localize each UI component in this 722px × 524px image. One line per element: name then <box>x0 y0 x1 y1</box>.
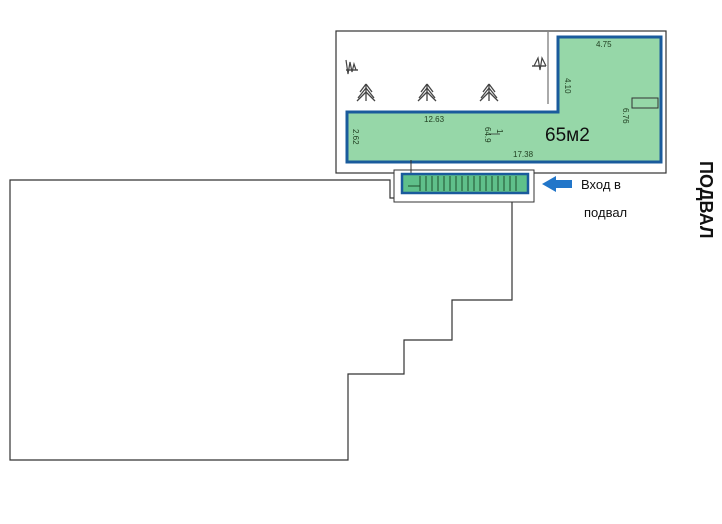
plant-icon <box>532 56 547 71</box>
room-area-value: 64.9 <box>483 127 492 143</box>
entrance-label-line2: подвал <box>584 205 627 220</box>
entrance-label-line1: Вход в <box>581 177 621 192</box>
dimension-inner-horizontal: 12.63 <box>424 115 445 124</box>
plant-icon <box>356 83 376 102</box>
main-building-outline <box>9 179 513 461</box>
dimension-right-vertical: 6.76 <box>621 108 630 124</box>
floor-label: ПОДВАЛ <box>696 161 716 238</box>
plant-icon <box>479 83 499 102</box>
dimension-left-vertical: 2.62 <box>351 129 360 145</box>
plant-icon <box>417 83 437 102</box>
arrow-left-icon <box>542 176 572 192</box>
basement-room <box>345 35 663 164</box>
room-niche <box>631 97 659 109</box>
dimension-bottom: 17.38 <box>513 150 534 159</box>
stairs-icon <box>400 172 530 195</box>
dimension-upper-vertical: 4.10 <box>563 78 572 94</box>
room-number: 1 <box>495 129 504 134</box>
stairs <box>400 172 530 195</box>
area-label: 65м2 <box>545 125 590 146</box>
dimension-top: 4.75 <box>596 40 612 49</box>
plant-icon <box>345 59 358 75</box>
